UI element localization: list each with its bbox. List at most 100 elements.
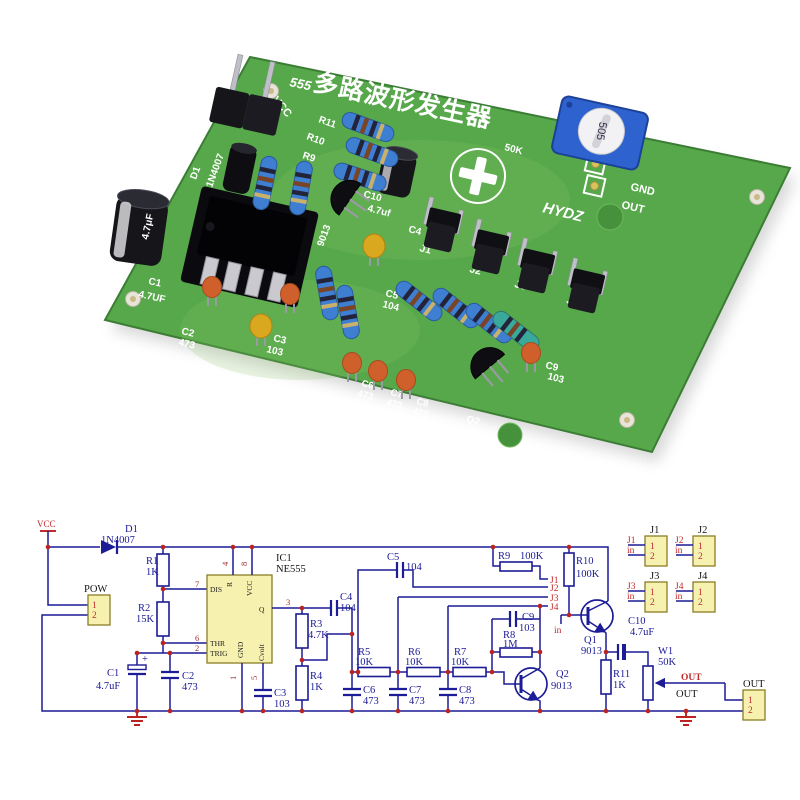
ic1-pin3: 3 [286,597,290,607]
wire-j3-j4 [398,596,548,607]
ic1-pin7: 7 [195,579,199,589]
silk-c6: C6 [360,378,374,392]
c4-ref: C4 [340,592,353,603]
r11-val: 1K [613,680,626,691]
c6-val: 473 [363,696,379,707]
c7-val: 473 [409,696,425,707]
c3-ref: C3 [274,688,286,699]
ic1-pin5: 5 [249,676,259,680]
r11-body [600,659,612,695]
pot-footprint [450,148,506,204]
wire-c4 [302,607,353,672]
silk-c2-value: 473 [177,337,196,352]
q2-emitter [520,688,540,701]
r2-body [156,601,170,637]
r6-ref: R6 [408,647,420,658]
ic1-pin6: 6 [195,633,199,643]
conn-j4-net-in: in [675,592,683,602]
r6-body [406,666,441,678]
r4-body [295,665,309,701]
w1-ref: W1 [658,646,673,657]
c8-val: 473 [459,696,475,707]
wire-out [724,683,743,701]
silk-c5-value: 104 [381,299,400,314]
wire-r9 [492,547,548,580]
connector-out: OUT 1 2 [742,679,766,721]
conn-j3-net: J3 [627,582,636,592]
conn-j1-pin1: 1 [650,542,655,552]
c10-val: 4.7uF [630,627,654,638]
pow-pin1: 1 [92,601,97,611]
r10-body [563,552,575,587]
c5-ref: C5 [387,552,399,563]
c2-ref: C2 [182,671,194,682]
c3-val: 103 [274,699,290,710]
d1-diode-symbol [101,540,116,554]
cap-c1-print: 4.7μF [140,213,156,241]
r3-val: 4.7K [308,630,329,641]
c4-val: 104 [340,603,357,614]
net-j1: J1 [550,576,559,586]
out-wire-label: OUT [676,689,698,700]
pow-title: POW [84,584,107,595]
wire-q2-base [492,671,521,685]
pot-marking: 505 [594,121,609,141]
q2-ref: Q2 [556,669,569,680]
conn-j1-title: J1 [650,525,659,536]
r11-ref: R11 [613,669,630,680]
diode-d1 [222,142,257,194]
c1-ref: C1 [107,668,119,679]
wire-c9-r8 [491,606,541,672]
r1-body [156,553,170,587]
cap-c1 [109,189,170,266]
r2-val: 15K [136,614,155,625]
mounting-holes [125,83,765,448]
pow-pin2: 2 [92,611,97,621]
conn-j4-pin2: 2 [698,598,703,608]
r7-val: 10K [451,657,470,668]
conn-j3-pin1: 1 [650,588,655,598]
d1-val: 1N4007 [101,535,135,546]
ic1-pin1: 1 [228,676,238,680]
r8-body [499,647,533,658]
ic1-pin8: 8 [239,562,249,566]
ic1-vcc: VCC [245,581,254,596]
ic1-q: Q [259,605,265,614]
ic1-thr: THR [210,639,225,648]
wire-c5-j2 [357,569,548,672]
wire-ladder-caps [351,597,449,711]
ic1-trig: TRIG [210,649,228,658]
r1-ref: R1 [146,556,158,567]
ic1-cvolt: Cvolt [257,643,266,661]
q1-collector [587,600,609,612]
vcc-label: VCC [37,519,56,529]
net-j2: J2 [550,584,559,594]
r3-body [295,613,309,649]
ic1-body [206,574,273,664]
r9-body [499,561,533,572]
ic1-ref: IC1 [276,553,292,564]
power-header [209,53,283,136]
silk-c3: C3 [272,333,287,347]
trimmer-pot-w1 [551,95,649,171]
c1-val: 4.7uF [96,681,120,692]
r8-ref: R8 [503,630,515,641]
c5-val: 104 [406,562,423,573]
r9-val: 100K [520,551,544,562]
wire-r10-q1base [560,547,588,624]
r3-ref: R3 [310,619,322,630]
c10-ref: C10 [628,616,646,627]
silk-q2-value: 9013 [453,425,478,441]
conn-j3-net-in: in [627,592,635,602]
silk-c8: C8 [415,396,429,410]
r5-ref: R5 [358,647,370,658]
c1-plus: + [142,654,148,665]
connector-j3: J3 J3 in 1 2 [627,571,668,613]
r1-val: 1K [146,567,159,578]
d1-ref: D1 [125,524,138,535]
silk-c9-value: 103 [546,371,565,386]
w1-val: 50K [658,657,677,668]
conn-j2-title: J2 [698,525,707,536]
silk-c4: C4 [407,224,422,238]
